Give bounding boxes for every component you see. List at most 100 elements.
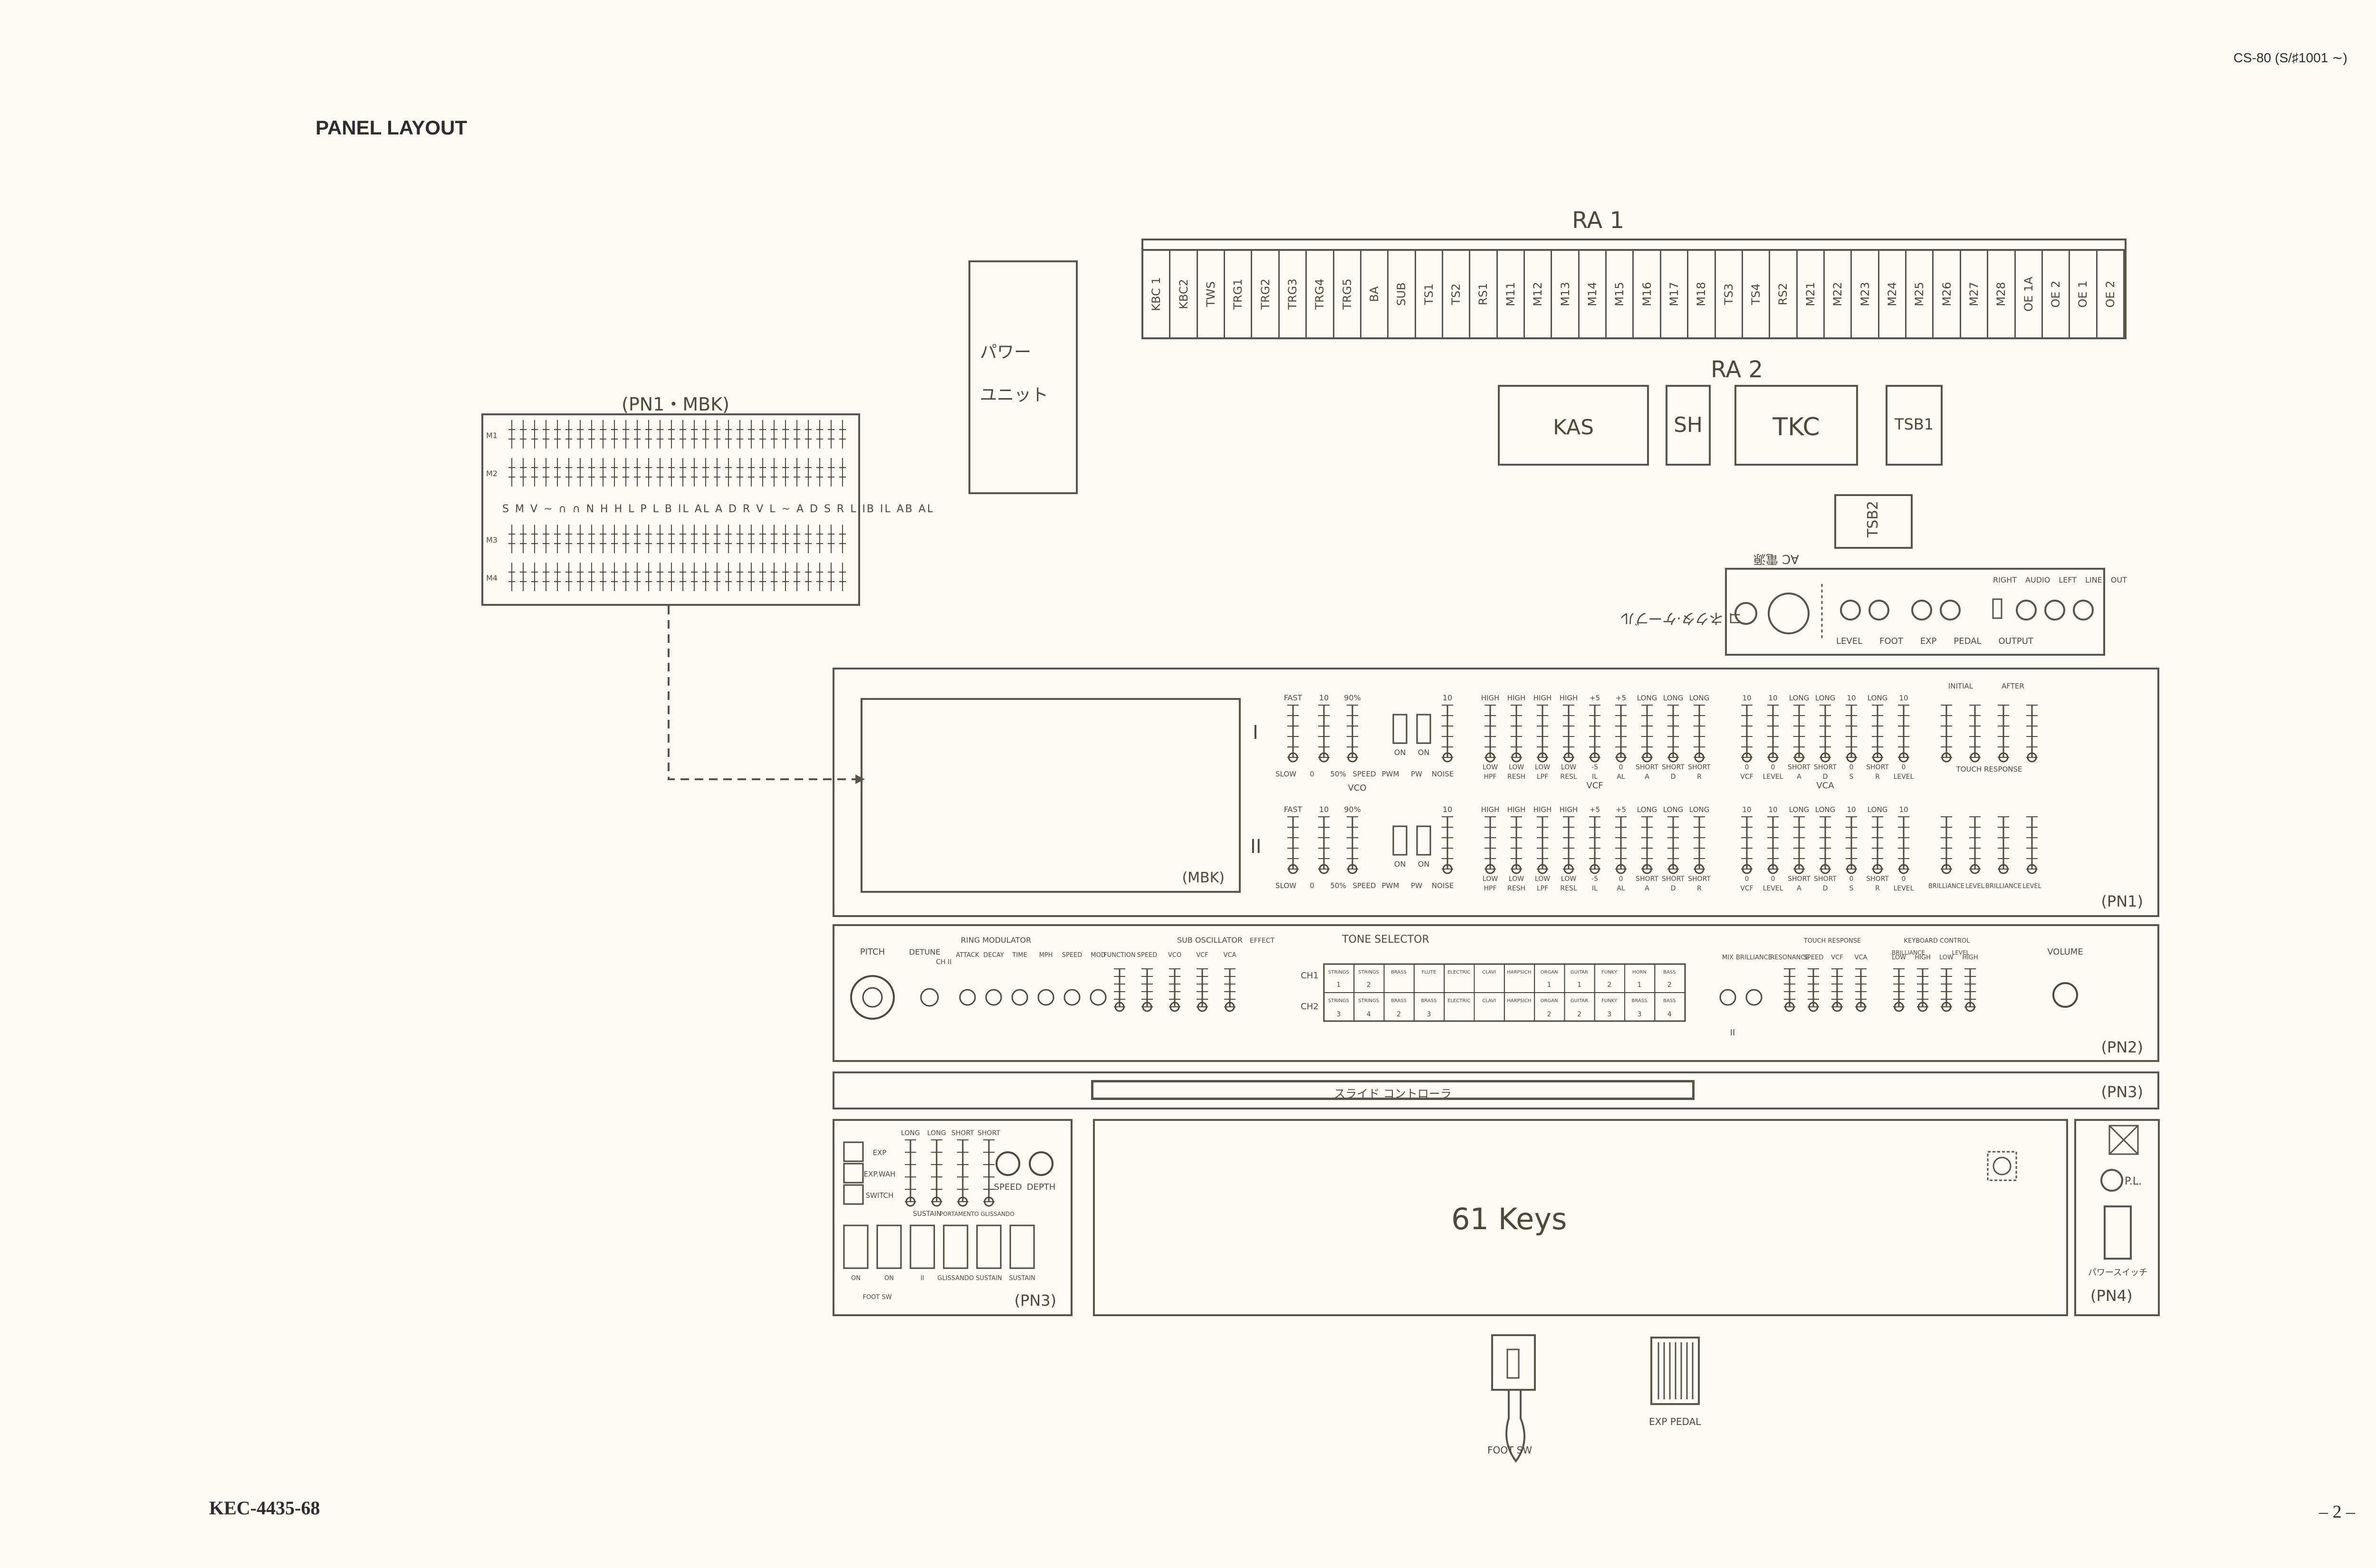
sub-osc-slider[interactable]: [1114, 968, 1125, 1012]
vco-switch[interactable]: [1392, 714, 1408, 744]
pn3-switch[interactable]: [876, 1224, 902, 1269]
right-knob-icon[interactable]: [1719, 989, 1736, 1006]
bank-slider[interactable]: [1563, 705, 1574, 763]
right-slider[interactable]: [1964, 968, 1976, 1012]
output-jack-3-icon[interactable]: [2073, 600, 2094, 621]
bank-slider[interactable]: [1563, 816, 1574, 874]
bank-slider[interactable]: [1667, 705, 1679, 763]
tone-button[interactable]: [1474, 964, 1505, 993]
power-switch-icon[interactable]: [2104, 1205, 2132, 1260]
sub-osc-slider[interactable]: [1197, 968, 1208, 1012]
bank-slider[interactable]: [1846, 816, 1857, 874]
vco-slider[interactable]: [1347, 816, 1358, 874]
bank-slider[interactable]: [1767, 816, 1779, 874]
vco-slider[interactable]: [1318, 705, 1330, 763]
bank-slider[interactable]: [1793, 705, 1805, 763]
bank-slider[interactable]: [1641, 705, 1653, 763]
bank-slider[interactable]: [1511, 816, 1522, 874]
pn3-switch[interactable]: [843, 1224, 869, 1269]
touch-slider[interactable]: [2026, 705, 2038, 763]
pn3-slider[interactable]: [983, 1139, 995, 1207]
bank-slider[interactable]: [1641, 816, 1653, 874]
level-jack-icon[interactable]: [1840, 600, 1861, 621]
tone-button[interactable]: [1504, 964, 1535, 993]
bank-slider[interactable]: [1741, 705, 1753, 763]
right-slider[interactable]: [1893, 968, 1905, 1012]
pn3-button[interactable]: [843, 1141, 864, 1162]
bank-slider[interactable]: [1872, 705, 1883, 763]
right-knob-icon[interactable]: [1745, 989, 1763, 1006]
ribbon-controller[interactable]: スライド コントローラ: [1091, 1080, 1695, 1100]
bank-slider[interactable]: [1820, 816, 1831, 874]
bank-slider[interactable]: [1485, 705, 1496, 763]
right-slider[interactable]: [1784, 968, 1795, 1012]
bank-slider[interactable]: [1537, 705, 1548, 763]
ring-mod-knob-icon[interactable]: [959, 989, 976, 1006]
pn3-button[interactable]: [843, 1163, 864, 1184]
ring-mod-knob-icon[interactable]: [1037, 989, 1054, 1006]
pn3-slider[interactable]: [931, 1139, 942, 1207]
right-slider[interactable]: [1831, 968, 1843, 1012]
sub-osc-slider[interactable]: [1141, 968, 1153, 1012]
tone-button[interactable]: [1504, 992, 1535, 1022]
detune-knob-icon[interactable]: [920, 988, 939, 1007]
tone-button[interactable]: [1413, 964, 1445, 993]
keyboard[interactable]: 61 Keys: [1093, 1119, 2068, 1316]
right-slider[interactable]: [1941, 968, 1952, 1012]
ring-mod-knob-icon[interactable]: [1090, 989, 1107, 1006]
exp-jack-icon[interactable]: [1911, 600, 1932, 621]
pn3-slider[interactable]: [957, 1139, 968, 1207]
foot-jack-icon[interactable]: [1868, 600, 1889, 621]
vco-slider[interactable]: [1287, 816, 1299, 874]
touch-slider[interactable]: [1998, 705, 2009, 763]
bank-slider[interactable]: [1846, 705, 1857, 763]
right-slider[interactable]: [1855, 968, 1867, 1012]
bank-slider[interactable]: [1537, 816, 1548, 874]
pn3-switch[interactable]: [1009, 1224, 1035, 1269]
touch-slider[interactable]: [2026, 816, 2038, 874]
output-jack-2-icon[interactable]: [2044, 600, 2065, 621]
bank-slider[interactable]: [1793, 816, 1805, 874]
ring-mod-knob-icon[interactable]: [1011, 989, 1028, 1006]
noise-slider[interactable]: [1442, 705, 1453, 763]
pn3-switch[interactable]: [943, 1224, 968, 1269]
output-switch-icon[interactable]: [1992, 598, 2002, 619]
pitch-wheel-icon[interactable]: [850, 975, 895, 1020]
tone-button[interactable]: [1474, 992, 1505, 1022]
tone-button[interactable]: [1654, 992, 1686, 1022]
pn3-knob-icon[interactable]: [1029, 1151, 1054, 1176]
ring-mod-knob-icon[interactable]: [985, 989, 1002, 1006]
vco-slider[interactable]: [1318, 816, 1330, 874]
vco-slider[interactable]: [1287, 705, 1299, 763]
bank-slider[interactable]: [1485, 816, 1496, 874]
tone-button[interactable]: [1383, 964, 1415, 993]
bank-slider[interactable]: [1694, 816, 1705, 874]
bank-slider[interactable]: [1741, 816, 1753, 874]
bank-slider[interactable]: [1767, 705, 1779, 763]
bank-slider[interactable]: [1615, 816, 1627, 874]
vco-slider[interactable]: [1347, 705, 1358, 763]
bank-slider[interactable]: [1589, 705, 1600, 763]
bank-slider[interactable]: [1615, 705, 1627, 763]
right-slider[interactable]: [1808, 968, 1819, 1012]
vco-switch[interactable]: [1392, 825, 1408, 856]
touch-slider[interactable]: [1941, 816, 1952, 874]
bank-slider[interactable]: [1820, 705, 1831, 763]
pedal-jack-icon[interactable]: [1940, 600, 1961, 621]
output-jack-1-icon[interactable]: [2016, 600, 2037, 621]
tone-button[interactable]: [1444, 992, 1475, 1022]
bank-slider[interactable]: [1898, 705, 1909, 763]
vco-switch[interactable]: [1416, 714, 1431, 744]
touch-slider[interactable]: [1969, 705, 1981, 763]
volume-knob-icon[interactable]: [2052, 982, 2078, 1008]
bank-slider[interactable]: [1898, 816, 1909, 874]
bank-slider[interactable]: [1589, 816, 1600, 874]
sub-osc-slider[interactable]: [1169, 968, 1180, 1012]
right-slider[interactable]: [1917, 968, 1928, 1012]
pn3-knob-icon[interactable]: [996, 1151, 1020, 1176]
bank-slider[interactable]: [1667, 816, 1679, 874]
pn3-switch[interactable]: [910, 1224, 935, 1269]
bank-slider[interactable]: [1872, 816, 1883, 874]
bank-slider[interactable]: [1694, 705, 1705, 763]
touch-slider[interactable]: [1998, 816, 2009, 874]
